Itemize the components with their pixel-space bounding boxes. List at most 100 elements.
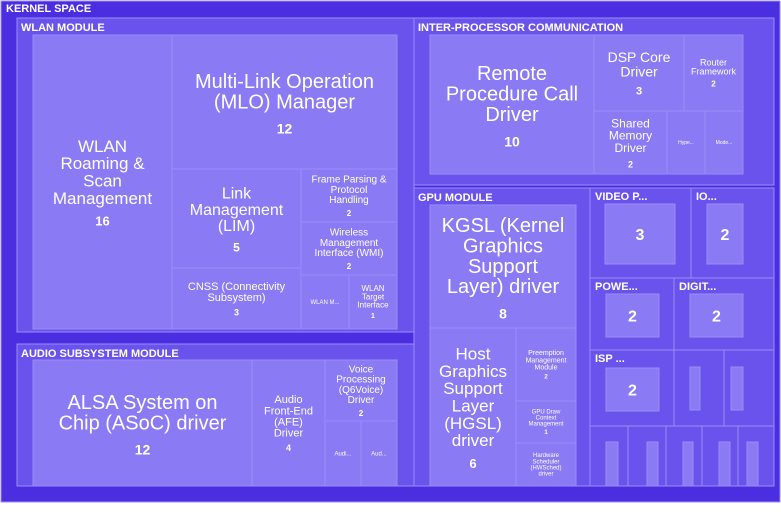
cell-wireless-management-interface-wmi-label-1: Management	[320, 238, 379, 249]
cell-frame-parsing-protocol-handling-label-1: Protocol	[331, 185, 368, 196]
cell-wlan-roaming-scan-management-label-2: Scan	[83, 172, 122, 191]
cell-unnamed-9	[689, 366, 701, 411]
cell-shared-memory-driver-label-1: Memory	[609, 129, 652, 143]
cell-mode	[704, 110, 744, 175]
cell-wireless-management-interface-wmi-label-2: Interface (WMI)	[315, 248, 384, 259]
group-wlan-module-title: WLAN MODULE	[21, 22, 105, 34]
cell-router-framework-value: 2	[711, 80, 716, 89]
cell-dsp-core-driver-value: 3	[636, 86, 642, 98]
cell-router-framework-label-0: Router	[700, 57, 727, 67]
cell-multi-link-operation-mlo-manager-value: 12	[277, 121, 293, 137]
cell-frame-parsing-protocol-handling-label-0: Frame Parsing &	[311, 175, 386, 186]
cell-cnss-connectivity-subsystem-label-1: Subsystem)	[207, 292, 265, 304]
cell-kgsl-kernel-graphics-support-layer-driver-label-2: Support	[468, 256, 538, 278]
cell-unnamed-10	[730, 366, 744, 411]
cell-hardware-scheduler-hwsched-driver	[515, 442, 577, 487]
cell-audio-front-end-afe-driver-label-2: (AFE)	[274, 416, 303, 428]
cell-host-graphics-support-layer-hgsl-driver-label-0: Host	[456, 344, 491, 363]
cell-frame-parsing-protocol-handling-label-2: Handling	[329, 195, 368, 206]
cell-gpu-draw-context-management-label-2: Management	[528, 422, 563, 428]
cell-audio-front-end-afe-driver-label-1: Front-End	[264, 405, 313, 417]
group-audio-subsystem-module-title: AUDIO SUBSYSTEM MODULE	[21, 348, 179, 360]
cell-frame-parsing-protocol-handling-value: 2	[347, 209, 352, 218]
cell-wlan-target-interface-label-1: Target	[362, 292, 385, 301]
cell-shared-memory-driver-value: 2	[628, 159, 633, 169]
cell-router-framework-label-1: Framework	[691, 67, 737, 77]
cell-digit-title: DIGIT...	[679, 281, 716, 293]
cell-isp-value: 2	[628, 382, 637, 399]
cell-alsa-system-on-chip-asoc-driver	[32, 359, 253, 487]
cell-gpu-draw-context-management-label-1: Context	[536, 416, 557, 422]
cell-voice-processing-q6voice-driver-label-0: Voice	[349, 365, 374, 376]
cell-digit-value: 2	[712, 308, 721, 325]
cell-wireless-management-interface-wmi-label-0: Wireless	[330, 228, 368, 239]
cell-remote-procedure-call-driver-label-1: Procedure Call	[446, 84, 578, 106]
cell-kgsl-kernel-graphics-support-layer-driver-label-1: Graphics	[463, 235, 543, 257]
cell-voice-processing-q6voice-driver-value: 2	[359, 409, 364, 418]
cell-kgsl-kernel-graphics-support-layer-driver-label-3: Layer) driver	[447, 276, 560, 298]
cell-alsa-system-on-chip-asoc-driver-label-1: Chip (ASoC) driver	[59, 412, 227, 434]
cell-remote-procedure-call-driver-label-0: Remote	[477, 63, 547, 85]
cell-video-p-value: 3	[636, 227, 645, 244]
cell-kgsl-kernel-graphics-support-layer-driver-value: 8	[499, 305, 507, 321]
cell-host-graphics-support-layer-hgsl-driver-value: 6	[469, 456, 476, 471]
cell-hardware-scheduler-hwsched-driver-label-3: driver	[538, 472, 553, 478]
cell-host-graphics-support-layer-hgsl-driver	[429, 327, 517, 487]
cell-voice-processing-q6voice-driver-label-2: (Q6Voice)	[339, 385, 383, 396]
cell-audi-label-0: Audi...	[334, 451, 351, 457]
cell-voice-processing-q6voice-driver-label-3: Driver	[348, 395, 375, 406]
group-inter-processor-communication-title: INTER-PROCESSOR COMMUNICATION	[418, 22, 623, 34]
cell-audio-front-end-afe-driver-label-0: Audio	[274, 394, 302, 406]
cell-cnss-connectivity-subsystem-value: 3	[234, 307, 239, 317]
cell-isp	[605, 367, 660, 412]
cell-powe-value: 2	[628, 308, 637, 325]
cell-link-management-lim-label-0: Link	[222, 185, 252, 202]
cell-audio-front-end-afe-driver-label-3: Driver	[274, 428, 304, 440]
cell-io	[706, 203, 744, 265]
cell-host-graphics-support-layer-hgsl-driver-label-3: Layer	[452, 397, 495, 416]
cell-wlan-m-label-0: WLAN M...	[310, 300, 339, 306]
cell-dsp-core-driver-label-0: DSP Core	[608, 49, 671, 65]
cell-host-graphics-support-layer-hgsl-driver-label-1: Graphics	[439, 362, 507, 381]
root-title: KERNEL SPACE	[6, 3, 91, 15]
cell-multi-link-operation-mlo-manager-label-1: (MLO) Manager	[214, 91, 355, 113]
cell-wireless-management-interface-wmi	[300, 221, 398, 276]
cell-gpu-draw-context-management-label-0: GPU Draw	[532, 409, 561, 415]
cell-unnamed-14	[718, 441, 731, 487]
cell-voice-processing-q6voice-driver	[324, 359, 398, 422]
cell-wlan-m	[300, 274, 350, 330]
cell-wlan-target-interface-value: 1	[371, 313, 375, 320]
cell-wlan-roaming-scan-management-label-0: WLAN	[78, 137, 127, 156]
cell-preemption-management-module-label-1: Management	[526, 357, 567, 364]
cell-multi-link-operation-mlo-manager	[171, 34, 398, 170]
cell-multi-link-operation-mlo-manager-label-0: Multi-Link Operation	[195, 71, 374, 93]
cell-remote-procedure-call-driver	[429, 34, 595, 175]
cell-powe-title: POWE...	[595, 281, 638, 293]
cell-alsa-system-on-chip-asoc-driver-label-0: ALSA System on	[67, 392, 217, 414]
cell-unnamed-13	[682, 441, 694, 487]
cell-unnamed-12	[646, 441, 659, 487]
cell-cnss-connectivity-subsystem-label-0: CNSS (Connectivity	[188, 281, 286, 293]
cell-host-graphics-support-layer-hgsl-driver-label-4: (HGSL)	[444, 414, 502, 433]
cell-unnamed-15	[746, 441, 759, 487]
cell-link-management-lim	[171, 168, 302, 269]
cell-hype-label-0: Hype...	[678, 140, 694, 146]
cell-voice-processing-q6voice-driver-label-1: Processing	[336, 375, 385, 386]
cell-host-graphics-support-layer-hgsl-driver-label-2: Support	[443, 379, 503, 398]
cell-wlan-target-interface-label-2: Interface	[357, 301, 389, 310]
cell-audi	[324, 420, 362, 487]
cell-wlan-target-interface-label-0: WLAN	[361, 284, 384, 293]
cell-link-management-lim-label-2: (LIM)	[218, 218, 255, 235]
cell-gpu-draw-context-management-value: 1	[544, 430, 548, 436]
cell-preemption-management-module-label-2: Module	[535, 364, 558, 371]
cell-hardware-scheduler-hwsched-driver-label-0: Hardware	[533, 453, 560, 459]
cell-link-management-lim-value: 5	[233, 241, 240, 255]
cell-shared-memory-driver-label-0: Shared	[611, 116, 650, 130]
cell-aud-label-0: Aud...	[371, 451, 387, 457]
cell-shared-memory-driver	[593, 110, 668, 175]
cell-kgsl-kernel-graphics-support-layer-driver	[429, 204, 577, 329]
cell-preemption-management-module-value: 2	[544, 375, 548, 381]
cell-powe	[605, 293, 660, 338]
cell-io-title: IO...	[696, 191, 717, 203]
